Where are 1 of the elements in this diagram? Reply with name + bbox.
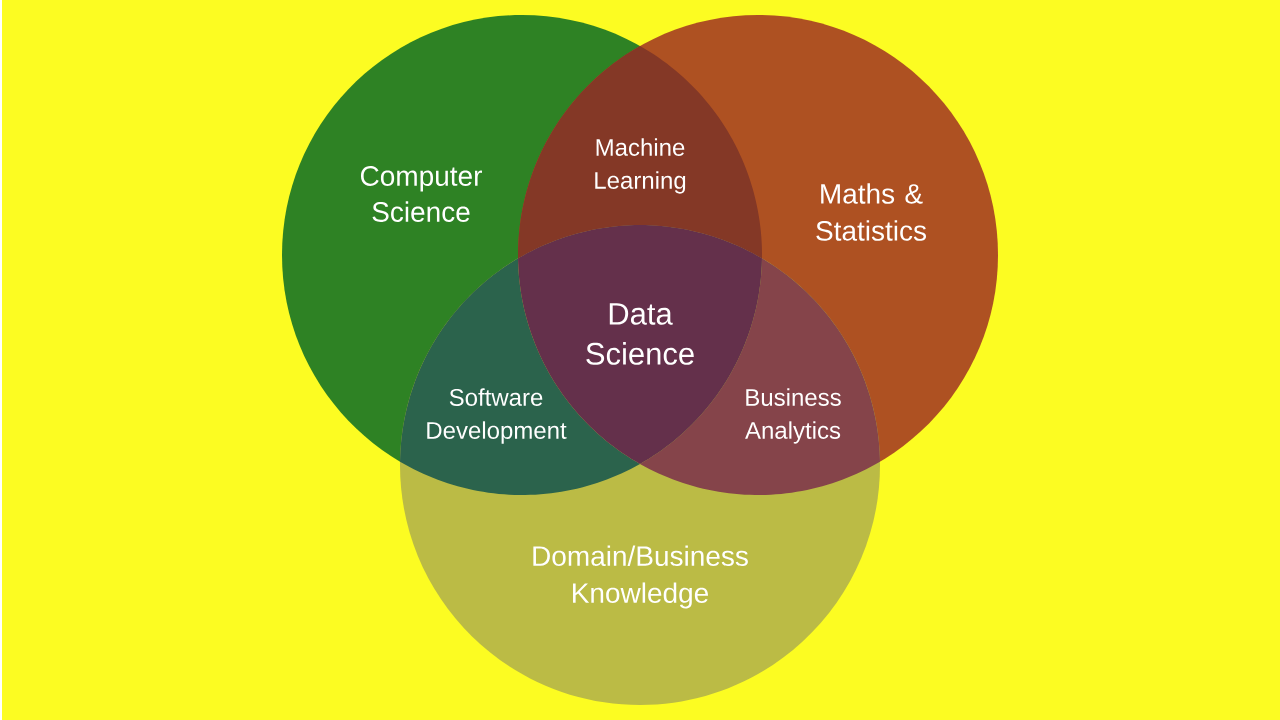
overlap-region: Machine Learning: [518, 46, 762, 259]
